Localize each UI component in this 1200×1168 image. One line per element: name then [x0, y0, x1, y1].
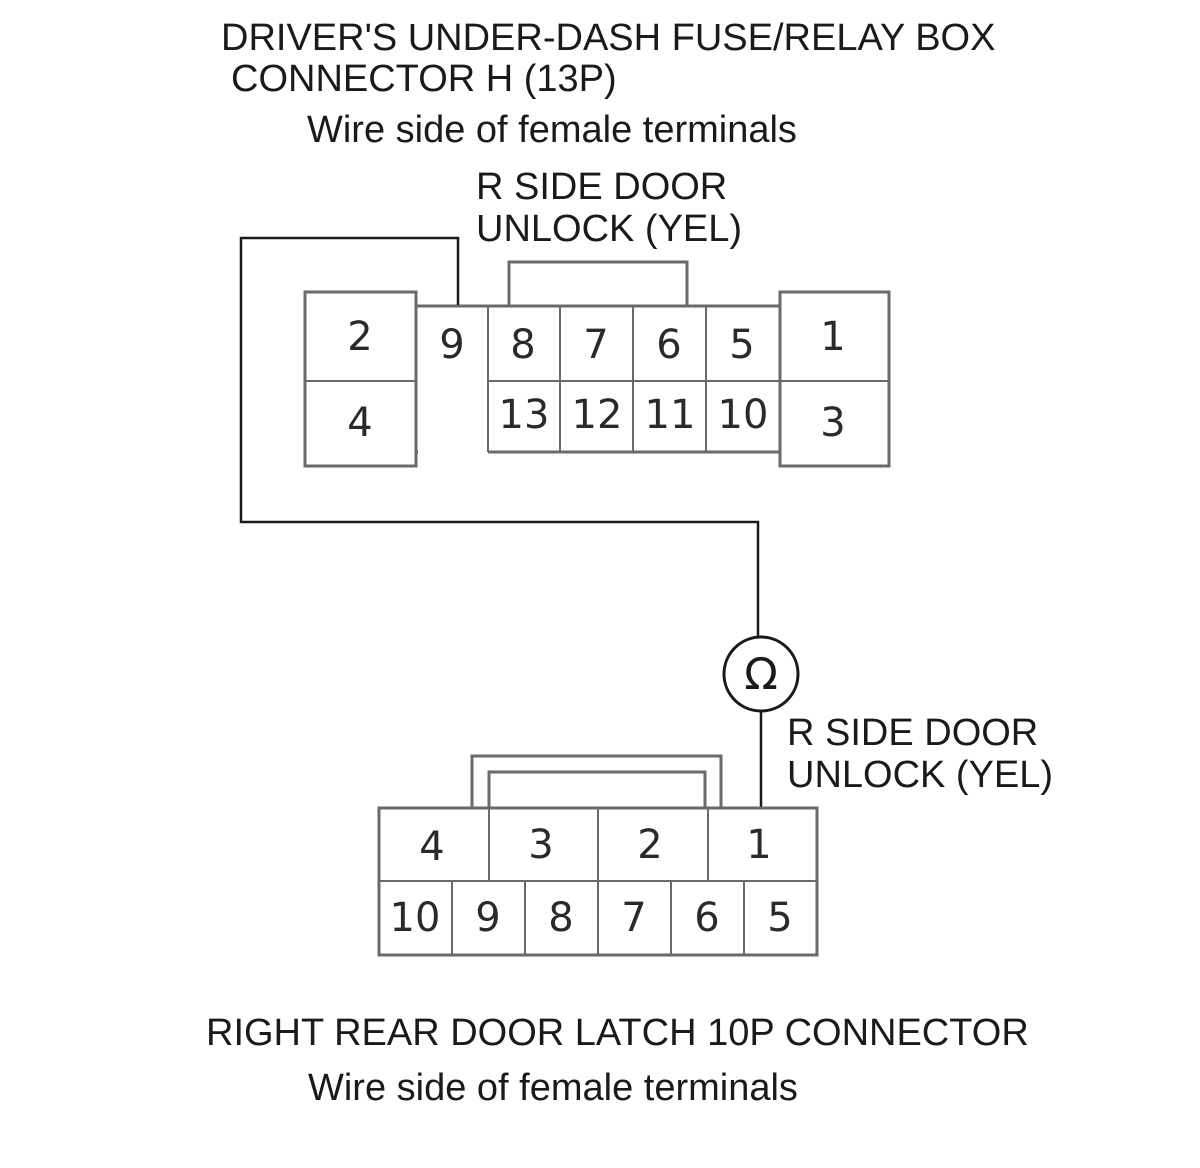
top-pin-5: 5: [729, 322, 754, 368]
top-pin-3: 3: [820, 400, 845, 446]
top-pin-8: 8: [510, 322, 535, 368]
top-connector-subtitle: Wire side of female terminals: [307, 109, 797, 151]
top-pin-12: 12: [572, 392, 623, 438]
bottom-pin-1: 1: [746, 822, 771, 868]
top-connector-13p: [303, 260, 891, 468]
bottom-pin-4: 4: [419, 824, 444, 870]
top-pin-1: 1: [820, 314, 845, 360]
top-connector-title-line1: DRIVER'S UNDER-DASH FUSE/RELAY BOX: [221, 17, 995, 59]
test-lead-upper: [239, 236, 760, 638]
bottom-connector-latch: [470, 754, 723, 812]
top-connector-right-block: [778, 290, 891, 468]
bottom-connector-10p: [377, 754, 819, 957]
bottom-pin-7: 7: [621, 895, 646, 941]
bottom-pin-9: 9: [475, 895, 500, 941]
top-connector-latch: [507, 260, 689, 310]
bottom-connector-title: RIGHT REAR DOOR LATCH 10P CONNECTOR: [206, 1012, 1029, 1054]
top-pin-11: 11: [645, 392, 696, 438]
top-pin-4: 4: [347, 400, 372, 446]
top-pin-6: 6: [656, 322, 681, 368]
bottom-pin-10: 10: [390, 895, 441, 941]
bottom-pin-8: 8: [548, 895, 573, 941]
top-connector-title-line2: CONNECTOR H (13P): [231, 58, 617, 100]
bottom-pin-5: 5: [767, 895, 792, 941]
bottom-pin-3: 3: [528, 822, 553, 868]
top-pin-7: 7: [583, 322, 608, 368]
bottom-pin-6: 6: [694, 895, 719, 941]
top-pin-9: 9: [439, 322, 464, 368]
ohm-symbol: Ω: [744, 649, 778, 700]
bottom-wire-label-line2: UNLOCK (YEL): [787, 754, 1053, 796]
bottom-wire-label-line1: R SIDE DOOR: [787, 712, 1038, 754]
bottom-pin-2: 2: [637, 822, 662, 868]
ohmmeter-icon: Ω: [722, 635, 800, 713]
top-wire-label-line1: R SIDE DOOR: [476, 166, 727, 208]
bottom-connector-subtitle: Wire side of female terminals: [308, 1067, 798, 1109]
top-wire-label-line2: UNLOCK (YEL): [476, 208, 742, 250]
top-pin-10: 10: [718, 392, 769, 438]
top-connector-left-block: [303, 290, 418, 468]
top-pin-13: 13: [499, 392, 550, 438]
top-pin-2: 2: [347, 314, 372, 360]
